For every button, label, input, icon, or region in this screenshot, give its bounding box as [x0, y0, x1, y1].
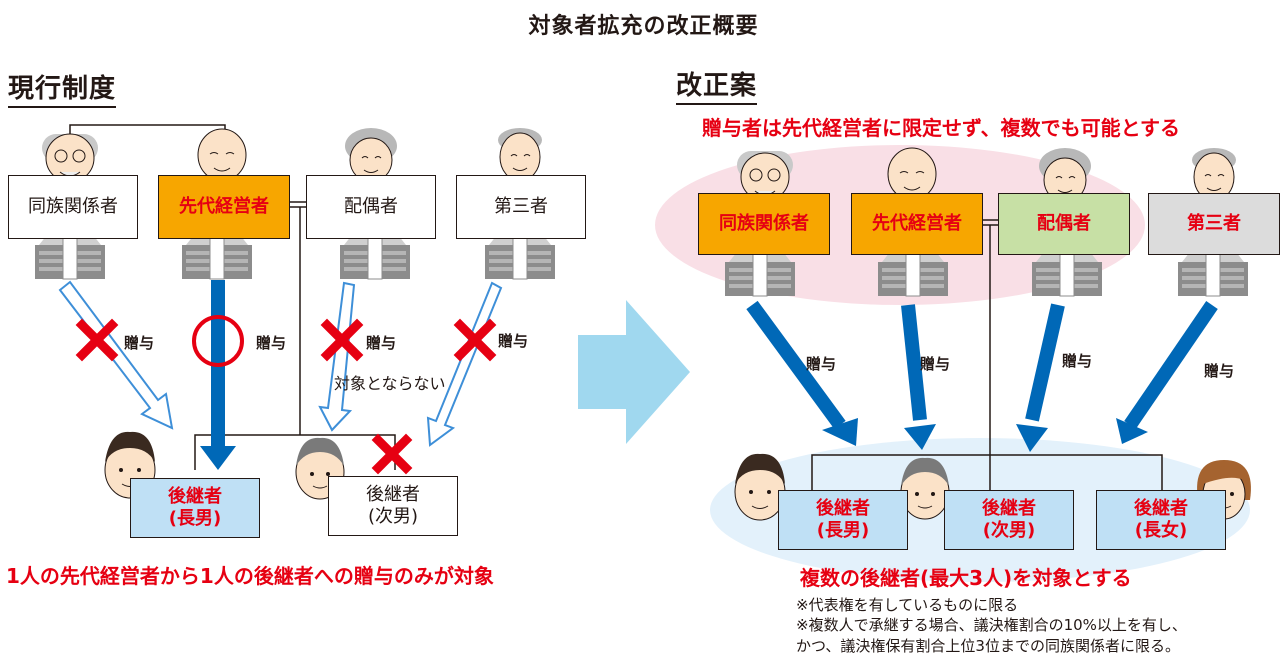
- successor-role: 後継者: [366, 483, 420, 505]
- successor-role: 後継者: [816, 497, 870, 519]
- gift-label: 贈与: [1204, 362, 1235, 380]
- successor-box-eldest-son: 後継者 (長男): [130, 478, 260, 538]
- elder-man-icon: [498, 128, 542, 182]
- solid-gift-arrow: [200, 280, 236, 470]
- donor-box-spouse: 配偶者: [998, 193, 1130, 255]
- successor-box-eldest-son: 後継者 (長男): [778, 490, 908, 550]
- young-man-icon: [734, 453, 786, 521]
- donor-box-related-party: 同族関係者: [8, 175, 138, 239]
- note-line: かつ、議決権保有割合上位3位までの同族関係者に限る。: [796, 636, 1180, 655]
- current-summary: 1人の先代経営者から1人の後継者への贈与のみが対象: [6, 564, 494, 588]
- current-system-heading: 現行制度: [8, 68, 117, 108]
- successor-role: 後継者: [1134, 497, 1188, 519]
- right-connector-lines: [811, 219, 1163, 490]
- revision-headline: 贈与者は先代経営者に限定せず、複数でも可能とする: [702, 116, 1180, 140]
- successor-box-second-son: 後継者 (次男): [944, 490, 1074, 550]
- hollow-gift-arrows: [58, 280, 503, 447]
- gift-label: 贈与: [920, 355, 951, 373]
- elder-woman-icon: [345, 128, 397, 183]
- stock-icon: [1177, 249, 1249, 297]
- successor-relation: (長男): [168, 508, 222, 529]
- note-line: ※代表権を有しているものに限る: [796, 596, 1019, 614]
- successor-role: 後継者: [168, 485, 222, 507]
- stock-icon: [877, 249, 949, 297]
- revision-heading: 改正案: [676, 65, 758, 105]
- donor-box-related-party: 同族関係者: [698, 193, 830, 255]
- donor-box-predecessor: 先代経営者: [851, 193, 983, 255]
- revision-summary: 複数の後継者(最大3人)を対象とする: [800, 566, 1132, 590]
- successor-box-eldest-daughter: 後継者 (長女): [1096, 490, 1226, 550]
- gift-label: 贈与: [256, 334, 287, 352]
- not-eligible-x-icon: [75, 318, 497, 475]
- successor-role: 後継者: [982, 497, 1036, 519]
- arrow-heads: [822, 418, 1148, 452]
- successor-box-second-son: 後継者 (次男): [328, 476, 458, 536]
- successor-relation: (長女): [1134, 520, 1188, 541]
- gift-label: 贈与: [366, 334, 397, 352]
- stock-icon: [484, 232, 556, 280]
- stock-icon: [34, 232, 106, 280]
- successor-relation: (次男): [367, 506, 419, 527]
- gift-label: 贈与: [498, 332, 529, 350]
- eligible-circle-icon: [192, 315, 244, 367]
- donor-box-predecessor: 先代経営者: [158, 175, 290, 239]
- revision-notes: ※代表権を有しているものに限る ※複数人で承継する場合、議決権割合の10%以上を…: [796, 595, 1187, 656]
- gift-label: 贈与: [124, 334, 155, 352]
- successor-relation: (長男): [816, 520, 870, 541]
- donor-box-third-party: 第三者: [1148, 193, 1280, 255]
- not-target-label: 対象とならない: [334, 374, 446, 393]
- gift-label: 贈与: [1062, 352, 1093, 370]
- page-title: 対象者拡充の改正概要: [528, 14, 759, 39]
- successor-relation: (次男): [982, 520, 1036, 541]
- stock-icon: [1031, 249, 1103, 297]
- note-line: ※複数人で承継する場合、議決権割合の10%以上を有し、: [796, 616, 1187, 635]
- stock-icon: [181, 232, 253, 280]
- elder-woman-icon: [1039, 148, 1091, 203]
- transition-arrow: [578, 300, 690, 444]
- gift-arrows: [746, 300, 1218, 430]
- elder-man-icon: [1192, 148, 1236, 202]
- donor-box-spouse: 配偶者: [306, 175, 436, 239]
- stock-icon: [339, 232, 411, 280]
- gift-label: 贈与: [806, 355, 837, 373]
- stock-icon: [724, 249, 796, 297]
- young-man-icon: [900, 457, 950, 520]
- donor-box-third-party: 第三者: [456, 175, 586, 239]
- elder-man-bald-icon: [197, 128, 247, 182]
